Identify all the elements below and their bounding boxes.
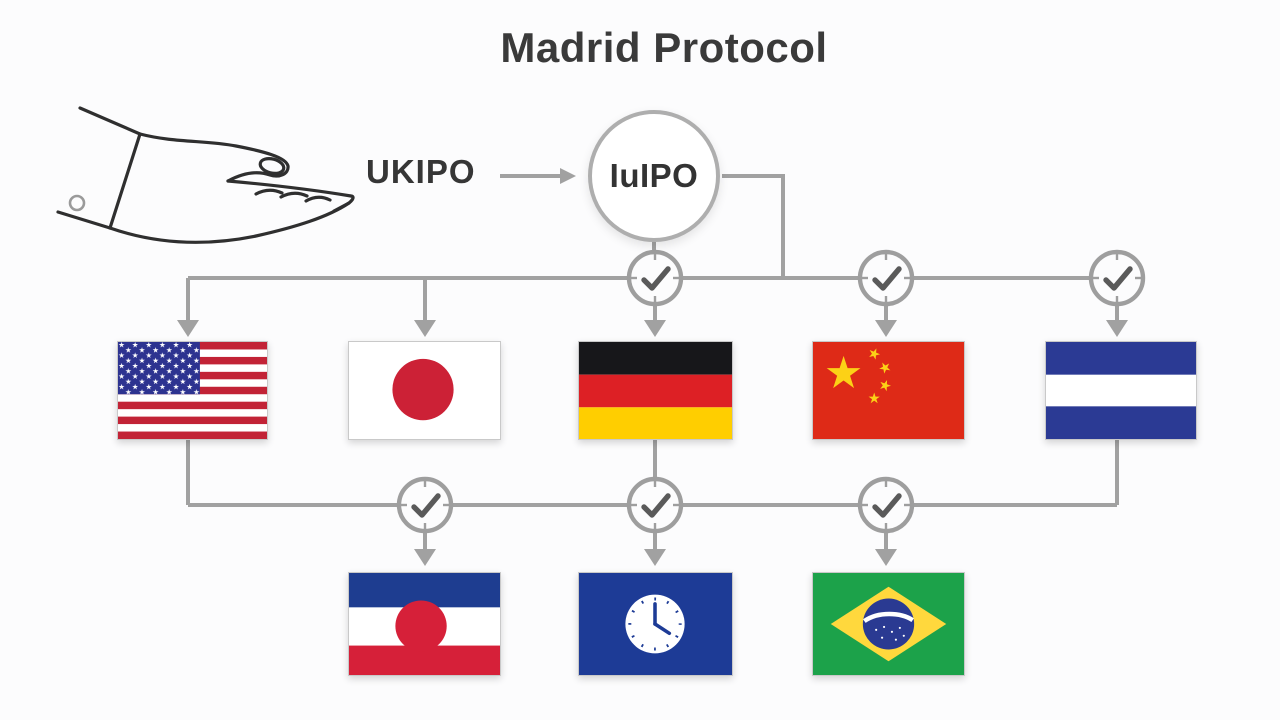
check-circle-icon: [396, 476, 454, 534]
hub-office-node: IuIPO: [588, 110, 720, 242]
germany-flag-icon: [578, 341, 733, 440]
hub-elbow-connector: [722, 174, 785, 276]
offering-hand-icon: [56, 106, 355, 244]
cuff-button-icon: [68, 194, 86, 212]
usa-flag-icon: [117, 341, 268, 440]
check-circle-icons: [396, 249, 1146, 534]
page-title: Madrid Protocol: [500, 24, 828, 71]
clock-icon: [625, 594, 685, 654]
check-circle-icon: [626, 476, 684, 534]
origin-office-label: UKIPO: [366, 153, 476, 190]
blue-white-blue-flag-icon: [1045, 341, 1197, 440]
check-circle-icon: [857, 476, 915, 534]
check-circle-icon: [1088, 249, 1146, 307]
check-circle-icon: [857, 249, 915, 307]
japan-flag-icon: [348, 341, 501, 440]
right-arrow-icon: [489, 168, 576, 184]
hub-office-label: IuIPO: [609, 157, 699, 194]
blue-white-red-disc-flag-icon: [348, 572, 501, 676]
check-circle-icon: [626, 249, 684, 307]
brazil-flag-icon: [812, 572, 965, 676]
clock-flag-icon: [578, 572, 733, 676]
china-flag-icon: [812, 341, 965, 440]
